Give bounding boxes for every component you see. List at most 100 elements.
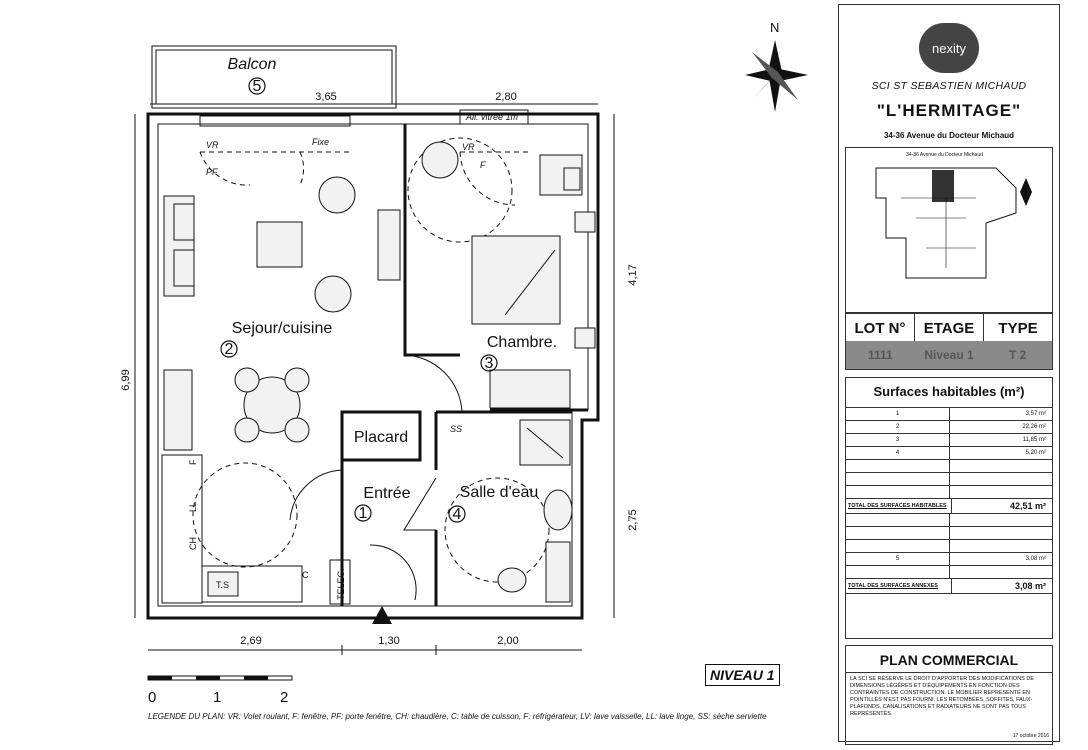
- scale-label-1: 1: [213, 689, 221, 706]
- dim-top-left: 3,65: [315, 91, 336, 103]
- window-chambre: [459, 109, 529, 125]
- room-sejour-label: Sejour/cuisine: [232, 320, 333, 337]
- room-sde-label: Salle d'eau: [460, 484, 539, 501]
- lot-value-lot: 1111: [867, 348, 893, 362]
- surfaces-title: Surfaces habitables (m²): [846, 378, 1052, 408]
- shower-drain-line: [526, 427, 564, 459]
- scale-label-2: 2: [280, 689, 288, 706]
- turning-circle-chambre: [407, 137, 513, 243]
- dim-left: 6,99: [120, 369, 132, 390]
- balcony-number-circle: [248, 77, 266, 95]
- toilet: [497, 567, 527, 593]
- nightstand-1: [574, 211, 596, 233]
- location-map-caption: 34-36 Avenue du Docteur Michaud: [906, 152, 983, 158]
- label-telec: TELEC.: [336, 568, 346, 600]
- dim-right-top: 4,17: [627, 264, 639, 285]
- room-sejour-number: 2: [225, 341, 234, 358]
- table-row: [846, 460, 1052, 473]
- nexity-logo: nexity: [919, 23, 979, 73]
- sde-cabinet: [545, 541, 571, 603]
- plan-commercial-disclaimer: LA SCI SE RÉSERVE LE DROIT D'APPORTER DE…: [850, 676, 1035, 717]
- plan-commercial-title: PLAN COMMERCIAL: [846, 646, 1052, 673]
- label-vr-2: VR: [462, 142, 475, 152]
- computer: [563, 167, 581, 191]
- location-map: 34-36 Avenue du Docteur Michaud: [845, 147, 1053, 313]
- window-sejour: [199, 115, 351, 127]
- window-swing-chambre: [459, 151, 528, 206]
- sink: [207, 571, 239, 597]
- label-lf: F: [188, 459, 198, 465]
- lot-values-row: 1111 Niveau 1 T 2: [845, 341, 1053, 370]
- dim-right-bottom: 2,75: [627, 509, 639, 530]
- door-sde: [403, 477, 437, 531]
- table-row: [846, 514, 1052, 527]
- room-placard-label: Placard: [354, 429, 408, 446]
- chair-4: [284, 417, 310, 443]
- bed-sheet: [504, 249, 556, 316]
- washbasin: [543, 489, 573, 531]
- armchair-2: [314, 275, 352, 313]
- nightstand-2: [574, 327, 596, 349]
- chair-1: [234, 367, 260, 393]
- project-name: "L'HERMITAGE": [876, 101, 1022, 120]
- lot-header-lot: LOT N°: [846, 314, 915, 342]
- balcony-label: Balcon: [228, 56, 277, 73]
- placard-wall: [340, 410, 422, 462]
- label-ch: CH: [188, 537, 198, 550]
- turning-circle-sejour: [192, 462, 298, 568]
- table-row: [846, 540, 1052, 553]
- door-chambre: [404, 354, 463, 413]
- chambre-number-circle: [480, 354, 498, 372]
- sde-number-circle: [448, 505, 466, 523]
- door-sejour: [289, 469, 343, 521]
- table-row: [846, 486, 1052, 499]
- sejour-number-circle: [220, 340, 238, 358]
- kitchen-counter: [161, 454, 203, 604]
- sideboard: [163, 369, 193, 451]
- room-entree-number: 1: [359, 505, 368, 522]
- label-vitree: All. vitrée 1m: [465, 112, 519, 122]
- chair-3: [234, 417, 260, 443]
- dim-bottom-3: 2,00: [497, 635, 518, 647]
- door-entrance: [369, 544, 417, 601]
- balcony-number: 5: [253, 78, 262, 95]
- room-chambre-label: Chambre.: [487, 334, 557, 351]
- title-block: nexity SCI ST SEBASTIEN MICHAUD "L'HERMI…: [838, 4, 1060, 745]
- room-entree-label: Entrée: [363, 485, 410, 502]
- label-f-1: F: [480, 160, 486, 170]
- inner-wall: [157, 123, 589, 607]
- balcony-outline: [151, 45, 397, 109]
- plan-legend: LEGENDE DU PLAN: VR: Volet roulant, F: f…: [148, 712, 767, 721]
- entrance-arrow-icon: [372, 606, 392, 624]
- chambre-armchair: [421, 141, 459, 179]
- floor-plan: Balcon 5 3,65 2,80 VR PF Fixe All. vitré…: [120, 20, 808, 706]
- north-compass-icon: [745, 40, 808, 112]
- document-date: 17 octobre 2016: [1012, 733, 1049, 739]
- label-ss: SS: [450, 424, 462, 434]
- label-vr-1: VR: [206, 140, 219, 150]
- project-address: 34-36 Avenue du Docteur Michaud: [883, 131, 1015, 140]
- telec-panel: [329, 559, 351, 605]
- turning-circle-sde: [444, 477, 550, 583]
- tv-cabinet: [377, 209, 401, 281]
- coffee-table: [256, 221, 303, 268]
- north-label: N: [770, 20, 779, 35]
- room-chambre-number: 3: [485, 355, 494, 372]
- door-swing-sejour: [199, 151, 350, 186]
- wardrobe: [489, 369, 571, 409]
- lot-header-etage: ETAGE: [915, 314, 984, 342]
- table-row: [846, 566, 1052, 579]
- plan-commercial-box: PLAN COMMERCIAL LA SCI SE RÉSERVE LE DRO…: [845, 645, 1053, 745]
- dim-top-right: 2,80: [495, 91, 516, 103]
- label-fixe: Fixe: [312, 137, 329, 147]
- entree-number-circle: [354, 504, 372, 522]
- sofa-cushion-1: [173, 203, 195, 241]
